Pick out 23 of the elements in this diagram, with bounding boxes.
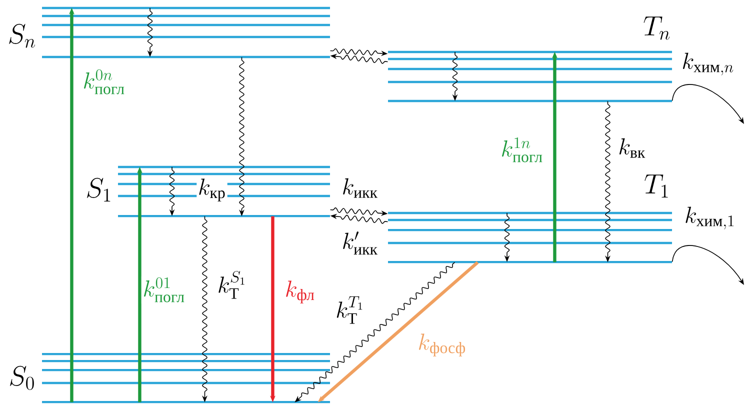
edge-label: $k_{\text{хим},1}$ (683, 205, 737, 231)
state-label: $T_n$ (644, 16, 670, 40)
edge-label: $k'_{\text{икк}}$ (340, 230, 380, 256)
edge-label: $k_{\text{вк}}$ (616, 136, 648, 160)
edge-label: $k_{\text{икк}}$ (340, 176, 380, 200)
rate-label: $k_{\text{кр}}$ (196, 177, 228, 203)
edge-label: $k_{\text{хим}, n}$ (680, 51, 736, 77)
state-label: $S_n$ (9, 24, 36, 48)
edge-label: $k_{\text{фл}}$ (284, 279, 316, 305)
state-label: $S_0$ (10, 366, 34, 390)
state-label: $T_1$ (644, 174, 668, 198)
edge-label: $k^{0n}_{\text{погл}}$ (81, 68, 127, 96)
energy-level-band (388, 16, 672, 102)
edge-label: $k^{T_1}_{\mathrm{T}}$ (334, 294, 366, 326)
energy-level-band (87, 166, 330, 218)
energy-level-band (9, 6, 330, 58)
edge-label: $k^{S_1}_{\mathrm{T}}$ (216, 270, 248, 300)
edge-label: $k^{1n}_{\text{погл}}$ (499, 136, 545, 164)
energy-level-band (388, 174, 672, 264)
energy-level-band (10, 352, 330, 404)
edge-label: $k^{01}_{\text{погл}}$ (141, 276, 187, 304)
edge-label: $k_{\text{фосф}}$ (416, 332, 468, 358)
state-label: $S_1$ (87, 178, 110, 202)
